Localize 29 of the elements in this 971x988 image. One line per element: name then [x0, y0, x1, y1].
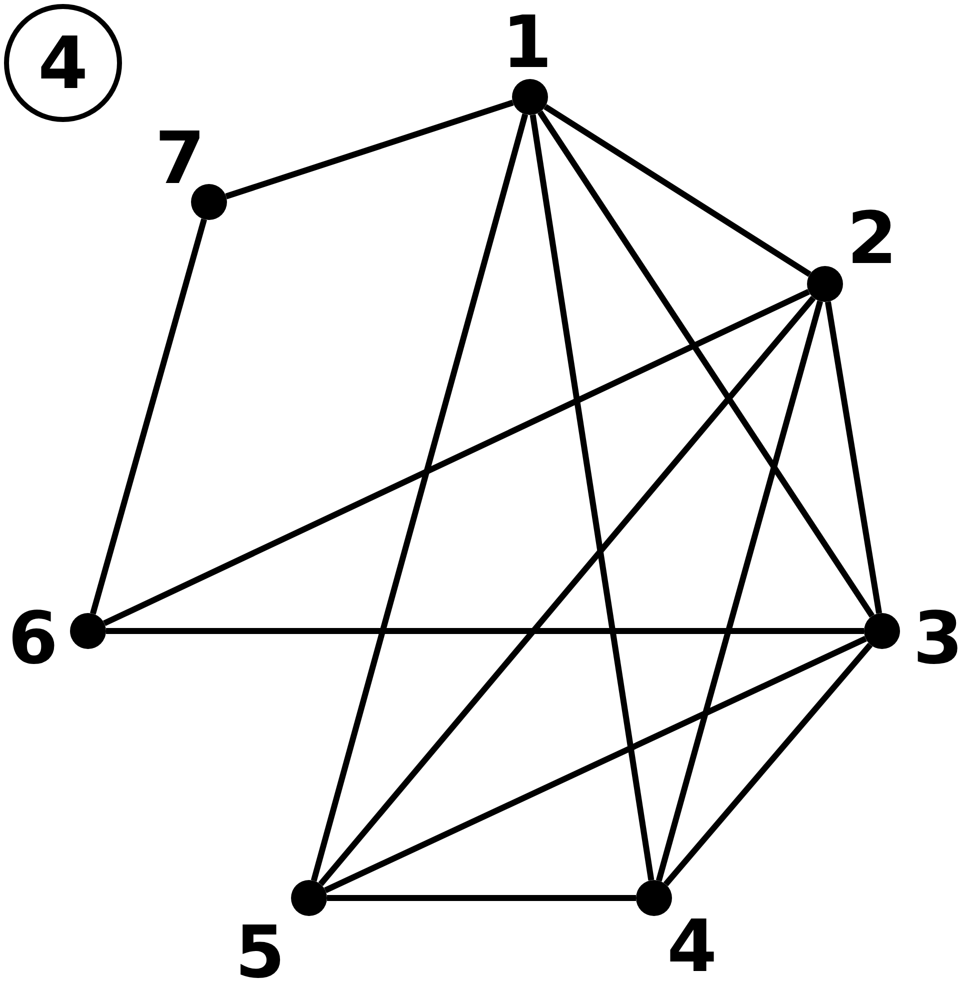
- vertex-dot: [636, 880, 672, 916]
- graph-edge: [103, 288, 810, 626]
- graph-edge: [663, 642, 873, 886]
- graph-edge: [544, 104, 812, 277]
- graph-edge: [310, 114, 528, 882]
- graph-edge: [530, 114, 654, 881]
- vertex-dot: [512, 79, 548, 115]
- graph-edge: [824, 301, 882, 614]
- graph-edge: [537, 110, 875, 618]
- graph-edge: [90, 218, 207, 614]
- graph-edge: [225, 100, 514, 200]
- vertex-label: 2: [846, 202, 898, 274]
- graph-edge: [656, 300, 824, 882]
- vertex-label: 6: [8, 602, 58, 674]
- vertex-dot: [291, 880, 327, 916]
- vertex-label: 7: [154, 122, 206, 194]
- vertex-label: 1: [502, 6, 552, 78]
- vertex-dot: [864, 613, 900, 649]
- vertex-label: 5: [234, 916, 286, 988]
- vertex-dot: [70, 613, 106, 649]
- circled-panel-number: 4: [4, 4, 122, 122]
- graph-edge: [318, 296, 816, 886]
- vertex-dot: [191, 184, 227, 220]
- vertex-dot: [807, 266, 843, 302]
- graph-edge: [327, 895, 636, 901]
- graph-edge: [106, 628, 864, 634]
- vertex-label: 3: [912, 602, 964, 674]
- vertex-label: 4: [666, 910, 718, 982]
- graph-edge: [324, 636, 867, 894]
